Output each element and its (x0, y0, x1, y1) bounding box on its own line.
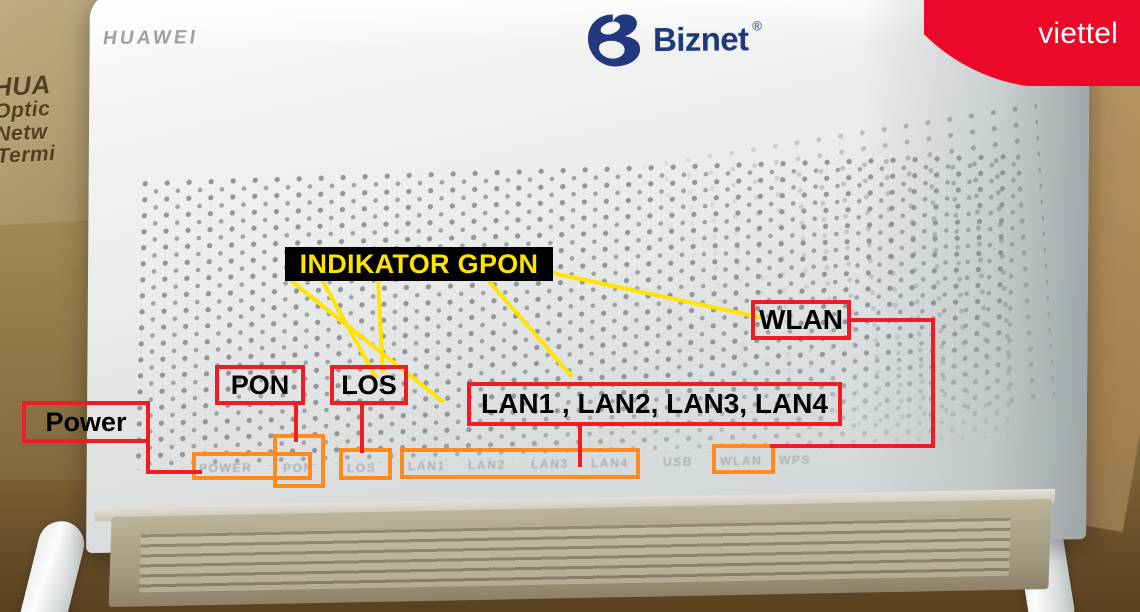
highlight-box-los (339, 448, 392, 480)
callout-wlan: WLAN (751, 300, 851, 340)
connector-pon-v (294, 403, 298, 442)
port-label-wps: WPS (778, 452, 812, 468)
router-front-vent (108, 498, 1052, 608)
connector-wlan-v (931, 318, 935, 448)
huawei-logo-text: HUAWEI (101, 27, 200, 50)
biznet-wordmark: Biznet® (652, 18, 762, 59)
biznet-mark-icon (587, 14, 641, 67)
biznet-registered-mark: ® (752, 18, 762, 34)
port-label-usb: USB (662, 454, 694, 470)
connector-power-h (146, 470, 202, 474)
highlight-box-lan (400, 448, 640, 479)
highlight-box-wlan (712, 444, 775, 474)
connector-power-v (146, 441, 150, 474)
biznet-logo: Biznet® (583, 11, 762, 68)
connector-wlan-h2 (770, 444, 935, 448)
annotation-title-indikator-gpon: INDIKATOR GPON (285, 247, 553, 281)
callout-pon: PON (215, 365, 305, 405)
connector-los-v (360, 403, 364, 453)
callout-power: Power (22, 401, 150, 443)
callout-lan-group: LAN1 , LAN2, LAN3, LAN4 (467, 382, 842, 426)
callout-los: LOS (330, 365, 408, 405)
highlight-box-pon (273, 434, 325, 488)
biznet-wordmark-text: Biznet (652, 20, 749, 59)
connector-wlan-h1 (847, 318, 935, 322)
highlight-box-power (192, 452, 312, 480)
connector-lan-v (578, 424, 582, 467)
vent-grooves (139, 517, 1011, 593)
